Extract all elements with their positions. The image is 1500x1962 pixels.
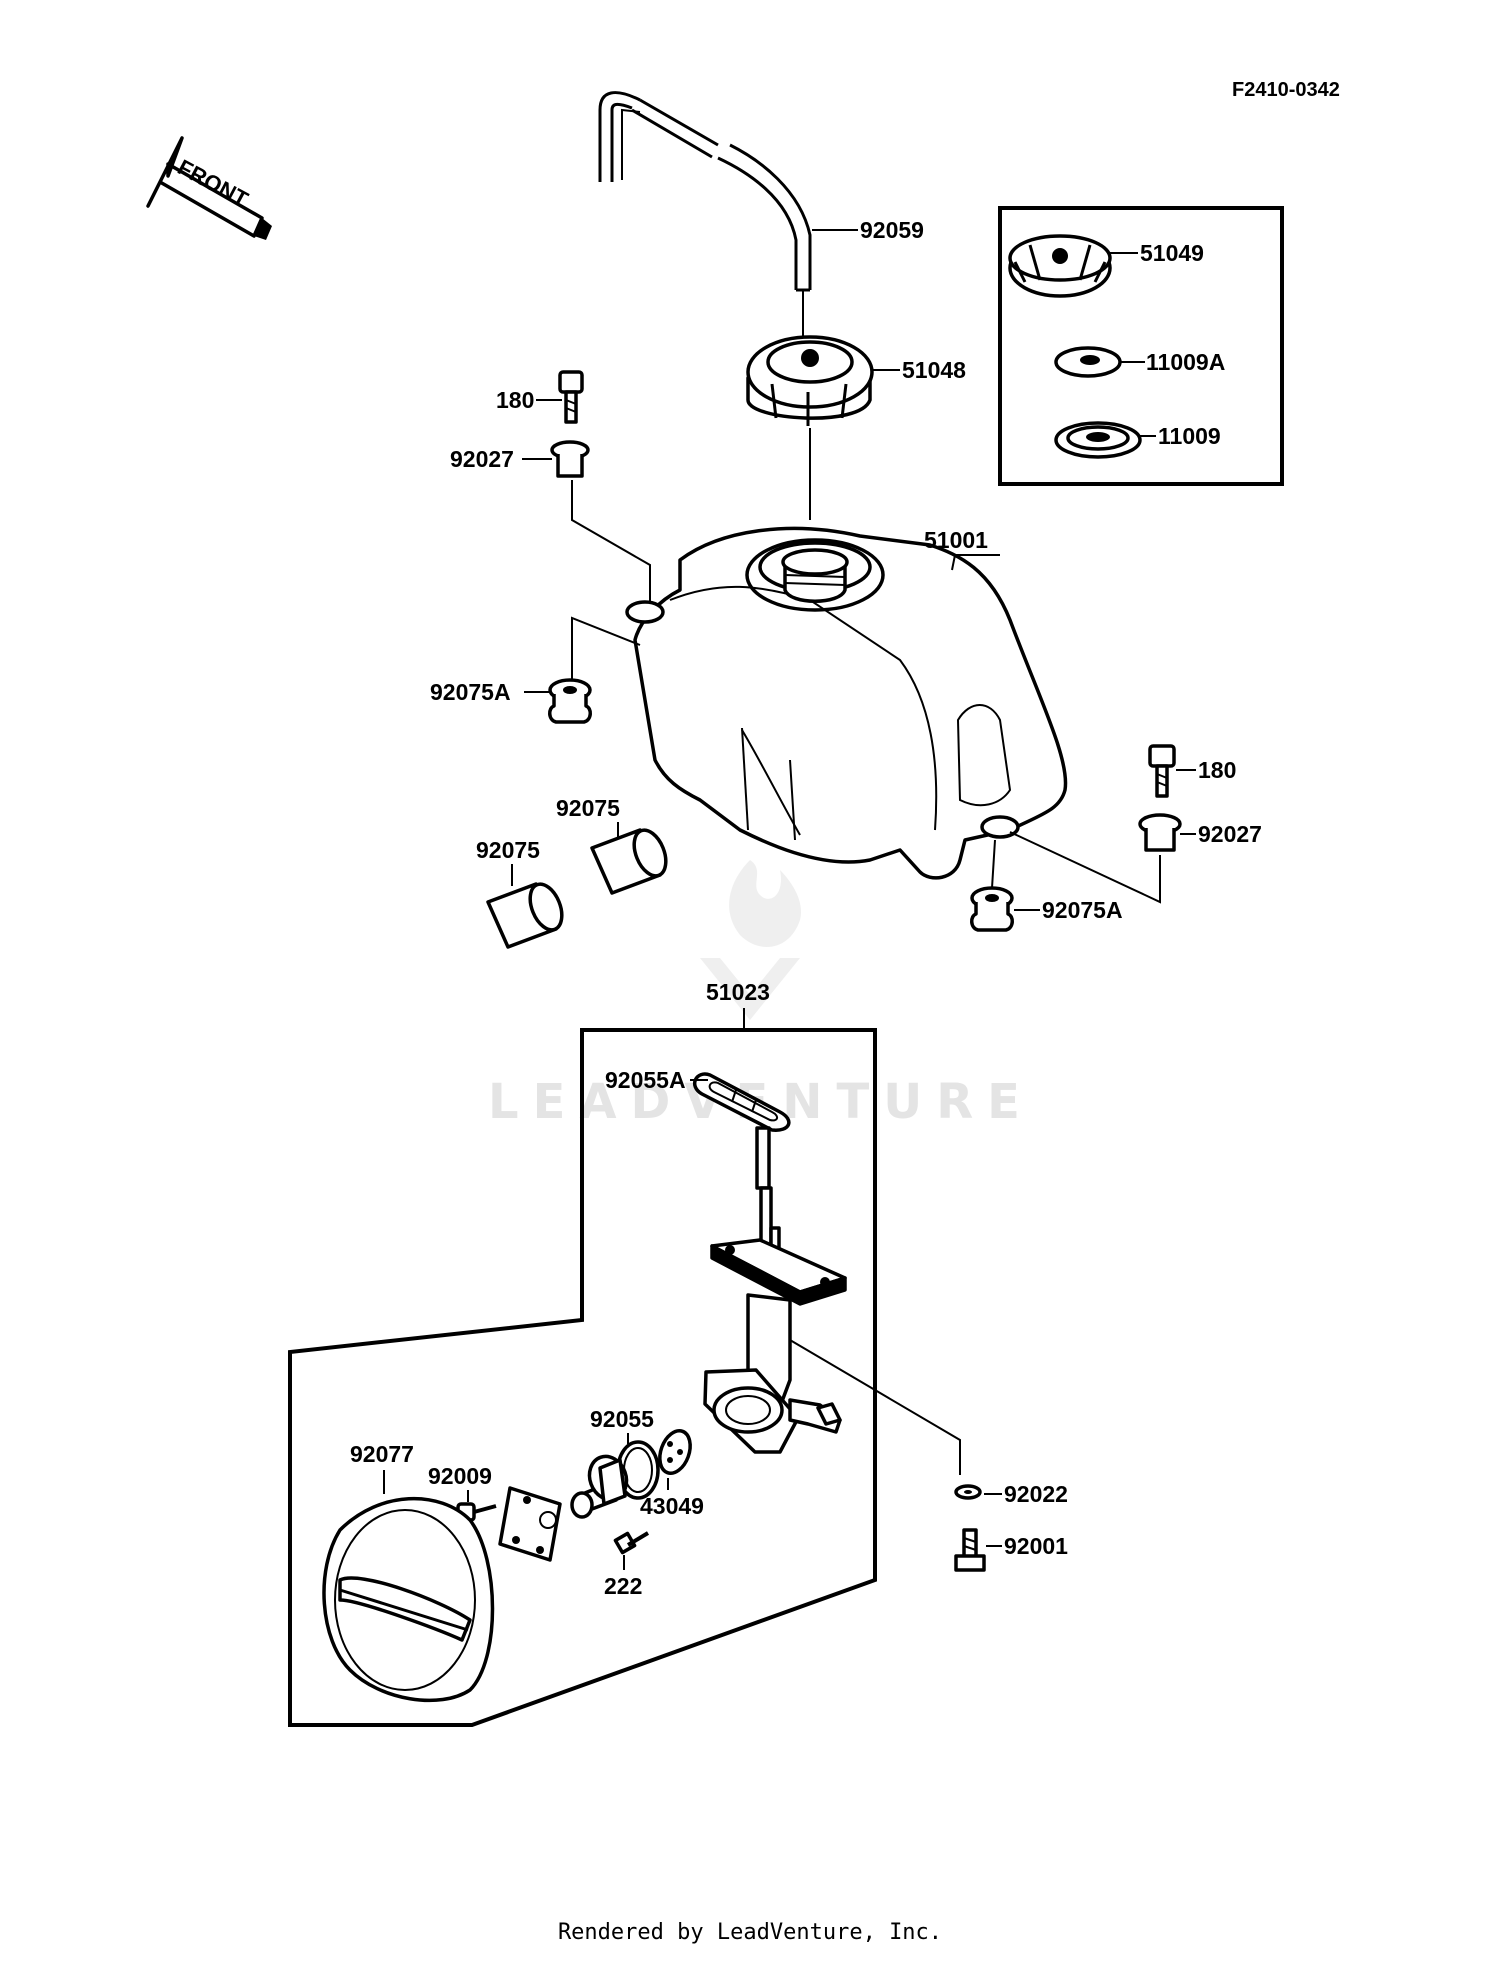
grommet-left-icon [548, 678, 592, 724]
fuel-cock-icon [703, 1126, 847, 1454]
label-gasket-cock[interactable]: 92055A [605, 1067, 686, 1093]
label-bolt-left[interactable]: 180 [496, 387, 534, 413]
label-collar-right[interactable]: 92027 [1198, 821, 1262, 847]
label-fuel-cock-assy[interactable]: 51023 [706, 979, 770, 1005]
cap-gasket-a-icon [1054, 346, 1122, 378]
alt-cap-box [998, 206, 1284, 486]
label-hose[interactable]: 92059 [860, 217, 924, 243]
label-cap[interactable]: 51048 [902, 357, 966, 383]
label-cap-gasket-a[interactable]: 11009A [1146, 349, 1225, 375]
label-grommet-left[interactable]: 92075A [430, 679, 511, 705]
cap-alt-icon [1008, 234, 1112, 298]
breather-hose [598, 91, 812, 345]
collar-left-icon [550, 440, 590, 478]
label-damper-b[interactable]: 92075 [476, 837, 540, 863]
screw-222-icon [613, 1531, 650, 1555]
plate-icon [658, 1429, 692, 1475]
label-bolt-cock[interactable]: 92001 [1004, 1533, 1068, 1559]
front-arrow-icon: FRONT [146, 136, 272, 240]
cap-gasket-icon [1054, 421, 1142, 459]
grommet-right-icon [970, 886, 1014, 932]
washer-icon [954, 1484, 982, 1500]
label-o-ring[interactable]: 92055 [590, 1406, 654, 1432]
bolt-left-icon [558, 370, 584, 424]
label-bolt-right[interactable]: 180 [1198, 757, 1236, 783]
collar-right-icon [1138, 813, 1182, 852]
label-cap-alt[interactable]: 51049 [1140, 240, 1204, 266]
fuel-cock-assy-outline [288, 1028, 877, 1727]
label-screw-222[interactable]: 222 [604, 1573, 642, 1599]
lever-shaft-icon [570, 1454, 629, 1519]
label-collar-left[interactable]: 92027 [450, 446, 514, 472]
footer-credit: Rendered by LeadVenture, Inc. [557, 1920, 943, 1945]
diagram-code: F2410-0342 [1232, 79, 1340, 101]
gasket-cock-icon [692, 1072, 791, 1132]
filler-cap-icon [746, 335, 874, 426]
bolt-right-icon [1148, 744, 1176, 798]
label-lever-cover[interactable]: 92077 [350, 1441, 414, 1467]
fuel-tank-icon [625, 526, 1068, 880]
label-screw-small[interactable]: 92009 [428, 1463, 492, 1489]
label-plate[interactable]: 43049 [640, 1493, 704, 1519]
label-washer[interactable]: 92022 [1004, 1481, 1068, 1507]
label-grommet-right[interactable]: 92075A [1042, 897, 1123, 923]
bolt-cock-icon [954, 1528, 986, 1572]
cover-plate-icon [498, 1486, 562, 1562]
label-tank[interactable]: 51001 [924, 527, 988, 553]
watermark-logo [700, 860, 801, 1020]
label-damper-a[interactable]: 92075 [556, 795, 620, 821]
damper-a-icon [590, 828, 668, 895]
damper-b-icon [486, 882, 564, 949]
lever-cover-icon [322, 1496, 495, 1703]
label-cap-gasket[interactable]: 11009 [1158, 423, 1221, 449]
